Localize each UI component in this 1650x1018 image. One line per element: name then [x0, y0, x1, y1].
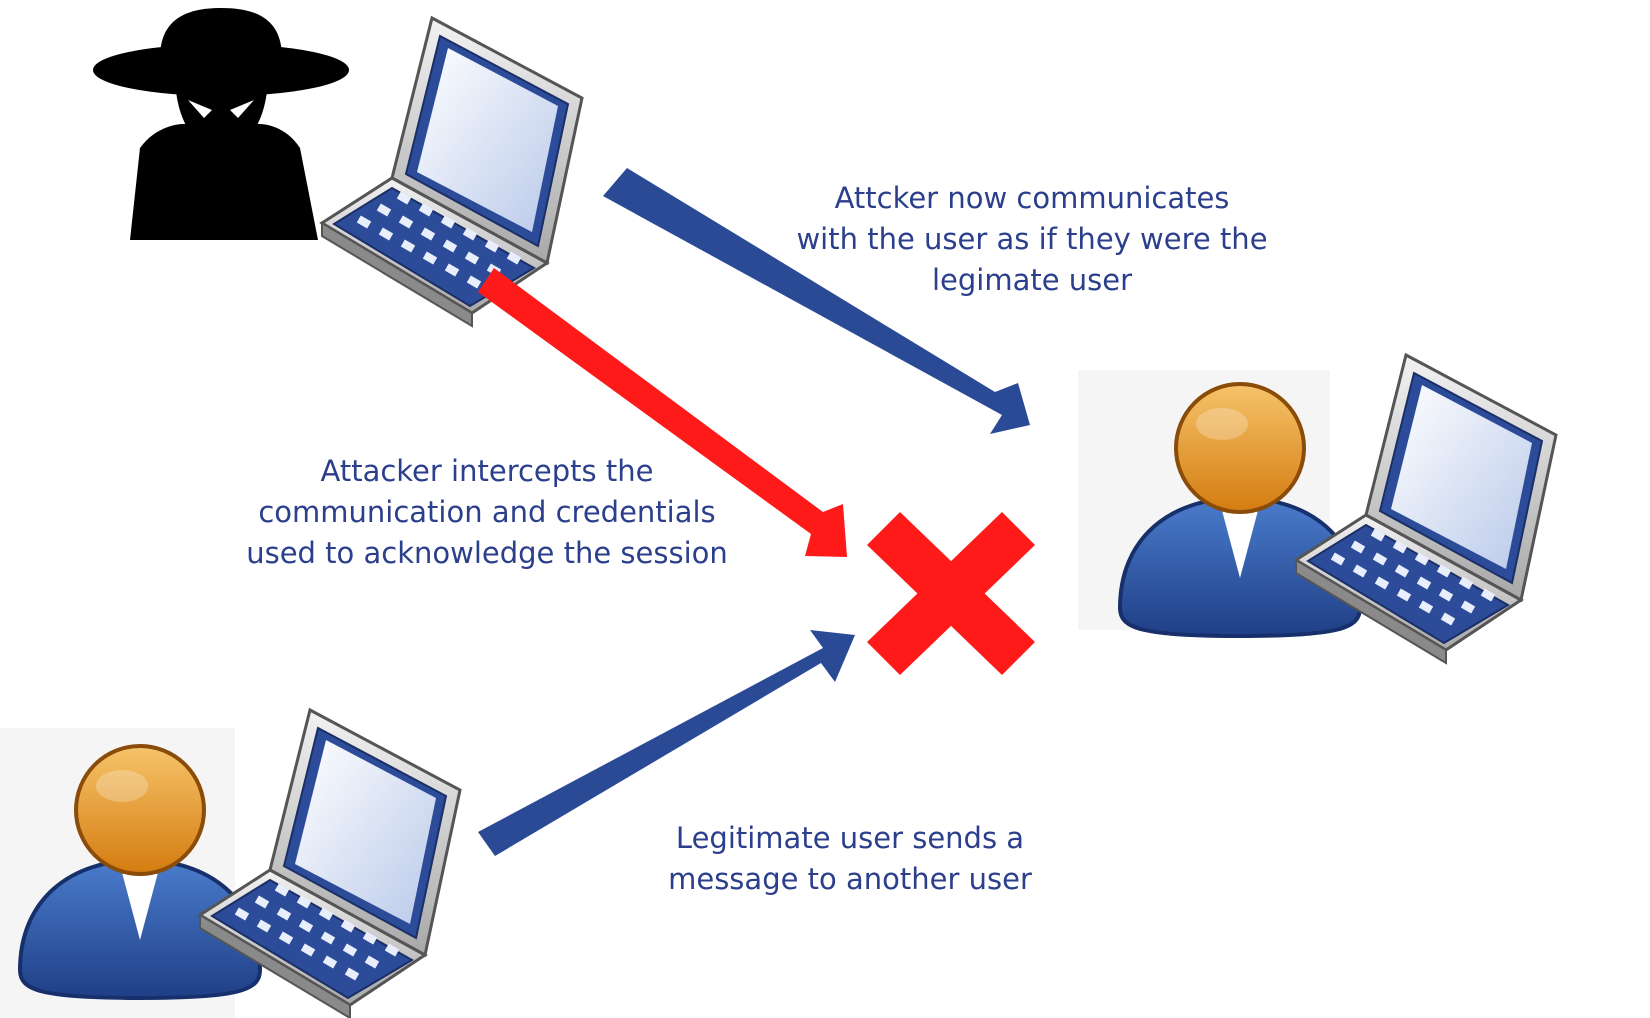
caption-line: with the user as if they were the — [796, 222, 1268, 256]
attacker-laptop-icon — [320, 16, 584, 328]
legitimate-user-caption: Legitimate user sends a message to anoth… — [640, 818, 1060, 900]
attacker-intercepts-caption: Attacker intercepts the communication an… — [232, 451, 742, 574]
caption-line: used to acknowledge the session — [246, 536, 728, 570]
caption-line: Attacker intercepts the — [320, 454, 654, 488]
caption-line: legimate user — [931, 263, 1133, 297]
attacker-to-user-arrow — [603, 168, 1030, 434]
attacker-communicates-caption: Attcker now communicates with the user a… — [772, 178, 1292, 301]
caption-line: communication and credentials — [258, 495, 716, 529]
blocked-cross-icon — [867, 512, 1035, 675]
caption-line: message to another user — [668, 862, 1032, 896]
attacker-icon — [93, 8, 349, 240]
legitimate-message-arrow — [478, 630, 855, 856]
caption-line: Attcker now communicates — [834, 181, 1230, 215]
interception-arrow — [478, 268, 847, 557]
caption-line: Legitimate user sends a — [675, 821, 1025, 855]
